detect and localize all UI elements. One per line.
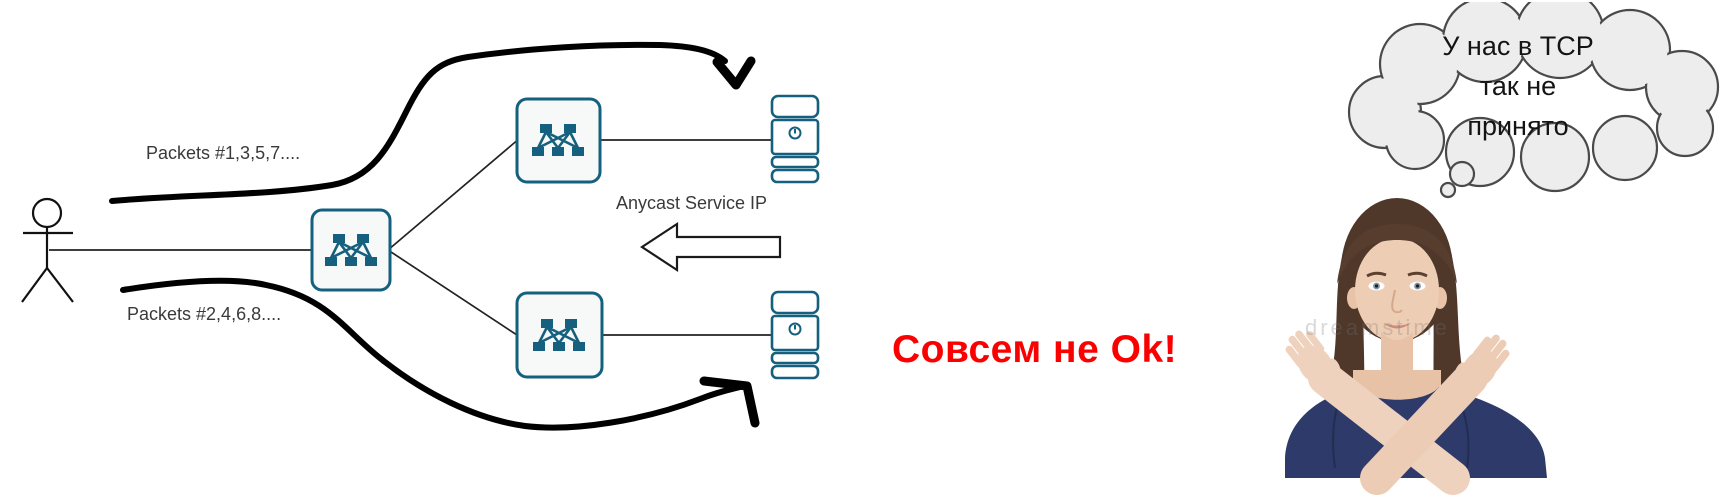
switch-box-bottom [515,291,604,379]
face [1355,238,1439,342]
thought-bubble-text: У нас в TCP так не принято [1442,31,1594,141]
nose [1391,289,1403,314]
open-palm-hand [1285,330,1341,385]
woman-photo [1285,198,1547,495]
server-icon [770,94,820,184]
forearm-right [1360,361,1488,495]
anycast-service-ip-label: Anycast Service IP [616,193,768,213]
open-palm-hand [1454,334,1510,389]
switch-box-center [310,208,392,292]
lips [1383,323,1411,329]
left-block-arrow-icon [639,221,782,273]
hair-front [1337,224,1457,284]
switch-node-boxes [310,97,604,379]
eyebrow [1366,271,1387,278]
chest [1353,370,1441,404]
thought-bubble-cloud-fill [1351,2,1716,189]
packets-bottom-label: Packets #2,4,6,8.... [127,304,282,324]
thought-bubble [1347,2,1720,199]
connection-lines [49,137,774,338]
thought-bubble-trail [1439,160,1476,199]
neck [1381,332,1413,380]
top-flow-hand-drawn-arrow-icon [109,41,756,204]
stick-person-icon [21,197,74,303]
server-icon [770,290,820,380]
switch-box-top [515,97,602,184]
eyebrow [1407,271,1428,278]
caption-not-ok: Совсем не Ok! [892,328,1178,371]
network-diagram [21,41,820,431]
bottom-flow-hand-drawn-arrow-icon [120,277,760,431]
stock-watermark: dreamstime [1305,315,1450,340]
packets-top-label: Packets #1,3,5,7.... [146,143,301,163]
forearm-left [1308,361,1470,495]
